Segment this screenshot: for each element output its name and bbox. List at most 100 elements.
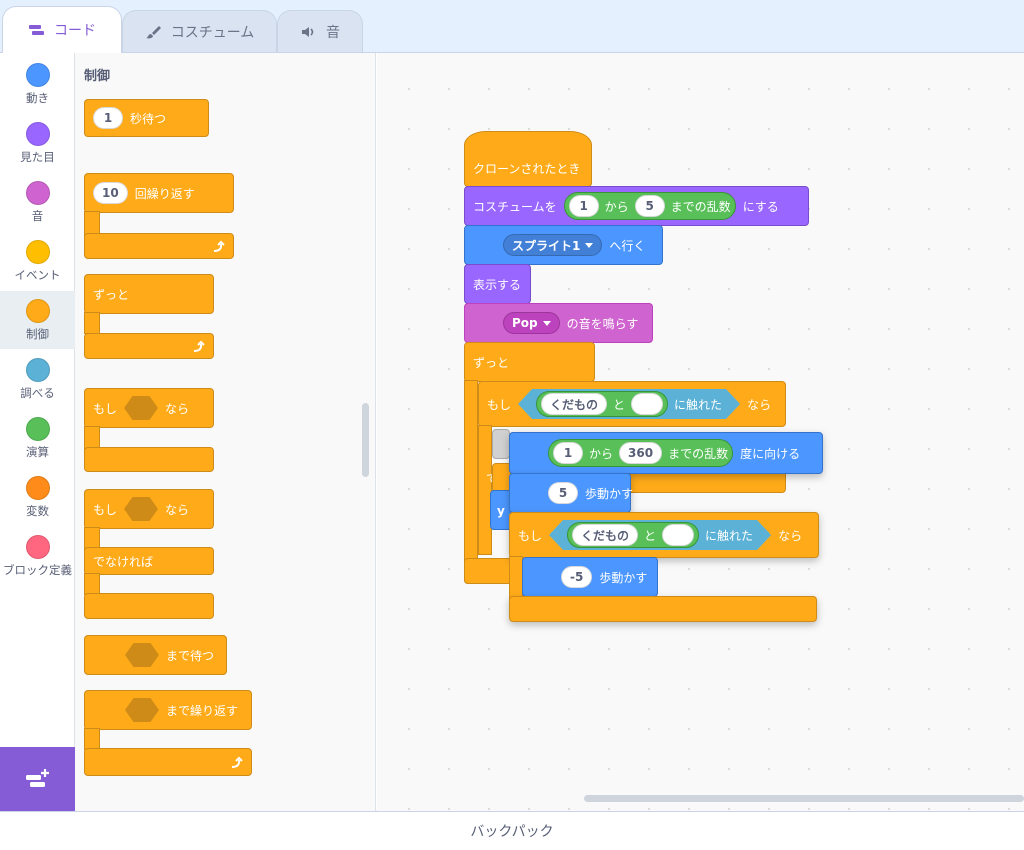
- block-text: なら: [165, 401, 190, 416]
- switch-costume-block[interactable]: コスチュームを 1 から 5 までの乱数 にする: [464, 186, 809, 226]
- random-from-input[interactable]: 1: [553, 442, 583, 464]
- block-text: へ行く: [609, 238, 646, 253]
- category-control-dot: [25, 299, 50, 323]
- move-back-steps-block[interactable]: -5 歩動かす: [522, 557, 658, 597]
- block-text: に触れた: [674, 397, 723, 412]
- join-second-input[interactable]: [631, 393, 663, 415]
- forever-block[interactable]: ずっと: [464, 342, 595, 382]
- backpack-label: バックパック: [470, 824, 554, 840]
- category-events-dot: [25, 240, 50, 264]
- touching-reporter[interactable]: くだもの と に触れた: [549, 520, 771, 550]
- script-workspace[interactable]: クローンされたとき コスチュームを 1 から 5 までの乱数 にする スプライト…: [377, 53, 1024, 811]
- category-sensing[interactable]: 調べる: [0, 350, 75, 408]
- forever-block[interactable]: ずっと: [84, 274, 214, 314]
- join-reporter[interactable]: くだもの と: [567, 522, 699, 548]
- category-my-blocks[interactable]: ブロック定義: [0, 527, 75, 597]
- tab-costumes[interactable]: コスチューム: [122, 10, 277, 53]
- when-cloned-hat-block[interactable]: クローンされたとき: [464, 131, 592, 187]
- block-text: もし: [93, 502, 118, 517]
- block-text: ずっと: [473, 355, 510, 370]
- dropdown-value: スプライト1: [512, 238, 581, 253]
- category-looks[interactable]: 見た目: [0, 114, 75, 172]
- speaker-icon: [302, 27, 314, 37]
- category-label: ブロック定義: [3, 563, 72, 577]
- category-control[interactable]: 制御: [0, 291, 75, 349]
- forever-block-arm: [84, 312, 100, 334]
- category-label: 制御: [26, 327, 49, 341]
- loop-arrow-icon: [213, 240, 225, 252]
- tab-code[interactable]: コード: [2, 6, 122, 53]
- block-text: まで待つ: [166, 648, 215, 663]
- block-text: コスチュームを: [473, 199, 557, 214]
- repeat-until-block[interactable]: まで繰り返す: [84, 690, 252, 730]
- if-else-block[interactable]: もし なら: [84, 489, 214, 529]
- condition-slot[interactable]: [125, 643, 159, 667]
- go-to-block[interactable]: スプライト1 へ行く: [464, 225, 663, 265]
- block-text: もし: [487, 397, 512, 412]
- if-touching-block[interactable]: もし くだもの と に触れた なら: [478, 381, 786, 427]
- block-text: なら: [747, 397, 772, 412]
- condition-slot[interactable]: [125, 698, 159, 722]
- touching-reporter[interactable]: くだもの と に触れた: [518, 389, 740, 419]
- code-icon: [29, 25, 44, 35]
- repeat-block[interactable]: 10 回繰り返す: [84, 173, 234, 213]
- random-reporter[interactable]: 1 から 5 までの乱数: [563, 192, 736, 220]
- move-steps-block[interactable]: 5 歩動かす: [509, 473, 633, 513]
- move-steps-input[interactable]: -5: [561, 566, 593, 588]
- condition-slot[interactable]: [124, 497, 159, 521]
- random-from-input[interactable]: 1: [568, 195, 599, 217]
- category-operators[interactable]: 演算: [0, 409, 75, 467]
- block-text: までの乱数: [668, 446, 729, 461]
- block-text: の音を鳴らす: [566, 316, 639, 331]
- block-text: もし: [518, 528, 543, 543]
- dropdown-value: Pop: [512, 316, 538, 330]
- category-sound[interactable]: 音: [0, 173, 75, 231]
- join-first-input[interactable]: くだもの: [541, 393, 607, 415]
- floating-if-arm: [509, 556, 523, 600]
- random-to-input[interactable]: 5: [634, 195, 665, 217]
- category-sensing-dot: [25, 358, 50, 382]
- repeat-count-input[interactable]: 10: [93, 182, 128, 204]
- category-motion-dot: [25, 63, 50, 87]
- block-text: と: [613, 397, 626, 412]
- goto-target-dropdown[interactable]: スプライト1: [503, 234, 603, 256]
- join-second-input[interactable]: [662, 524, 694, 546]
- forever-arm: [464, 380, 478, 584]
- start-sound-block[interactable]: Pop の音を鳴らす: [464, 303, 653, 343]
- workspace-horizontal-scrollbar[interactable]: [584, 795, 1024, 802]
- editor-tab-bar: コード コスチューム 音: [0, 0, 1024, 53]
- block-text: まで繰り返す: [166, 703, 239, 718]
- random-to-input[interactable]: 360: [619, 442, 663, 464]
- block-palette: 制御 1 秒待つ 10 回繰り返す ずっと もし なら: [75, 53, 376, 811]
- show-block[interactable]: 表示する: [464, 264, 531, 304]
- condition-slot[interactable]: [124, 396, 159, 420]
- dropdown-caret-icon: [585, 242, 594, 248]
- add-extension-button[interactable]: [0, 747, 75, 811]
- wait-seconds-block[interactable]: 1 秒待つ: [84, 99, 209, 137]
- category-my-blocks-dot: [25, 535, 50, 559]
- join-first-input[interactable]: くだもの: [572, 524, 638, 546]
- wait-seconds-input[interactable]: 1: [93, 107, 123, 129]
- block-text: から: [589, 446, 614, 461]
- join-reporter[interactable]: くだもの と: [536, 391, 668, 417]
- category-label: 見た目: [20, 150, 55, 164]
- backpack-header[interactable]: バックパック: [0, 811, 1024, 850]
- repeat-until-arm: [84, 728, 100, 750]
- category-events[interactable]: イベント: [0, 232, 75, 290]
- floating-if-foot: [509, 596, 817, 622]
- palette-scrollbar[interactable]: [362, 403, 369, 477]
- else-label-row: でなければ: [84, 547, 214, 575]
- category-menu: 動き 見た目 音 イベント 制御 調べる 演算 変数: [0, 53, 75, 811]
- point-in-direction-block[interactable]: 1 から 360 までの乱数 度に向ける: [509, 432, 823, 474]
- if-then-block[interactable]: もし なら: [84, 388, 214, 428]
- loop-arrow-icon: [231, 756, 243, 768]
- if-touching-block-floating[interactable]: もし くだもの と に触れた なら: [509, 512, 819, 558]
- tab-sounds[interactable]: 音: [277, 10, 363, 53]
- if-else-arm-2: [84, 573, 100, 595]
- category-variables[interactable]: 変数: [0, 468, 75, 526]
- category-motion[interactable]: 動き: [0, 55, 75, 113]
- wait-until-block[interactable]: まで待つ: [84, 635, 227, 675]
- random-reporter[interactable]: 1 から 360 までの乱数: [548, 439, 734, 467]
- sound-dropdown[interactable]: Pop: [503, 312, 560, 334]
- move-steps-input[interactable]: 5: [548, 482, 578, 504]
